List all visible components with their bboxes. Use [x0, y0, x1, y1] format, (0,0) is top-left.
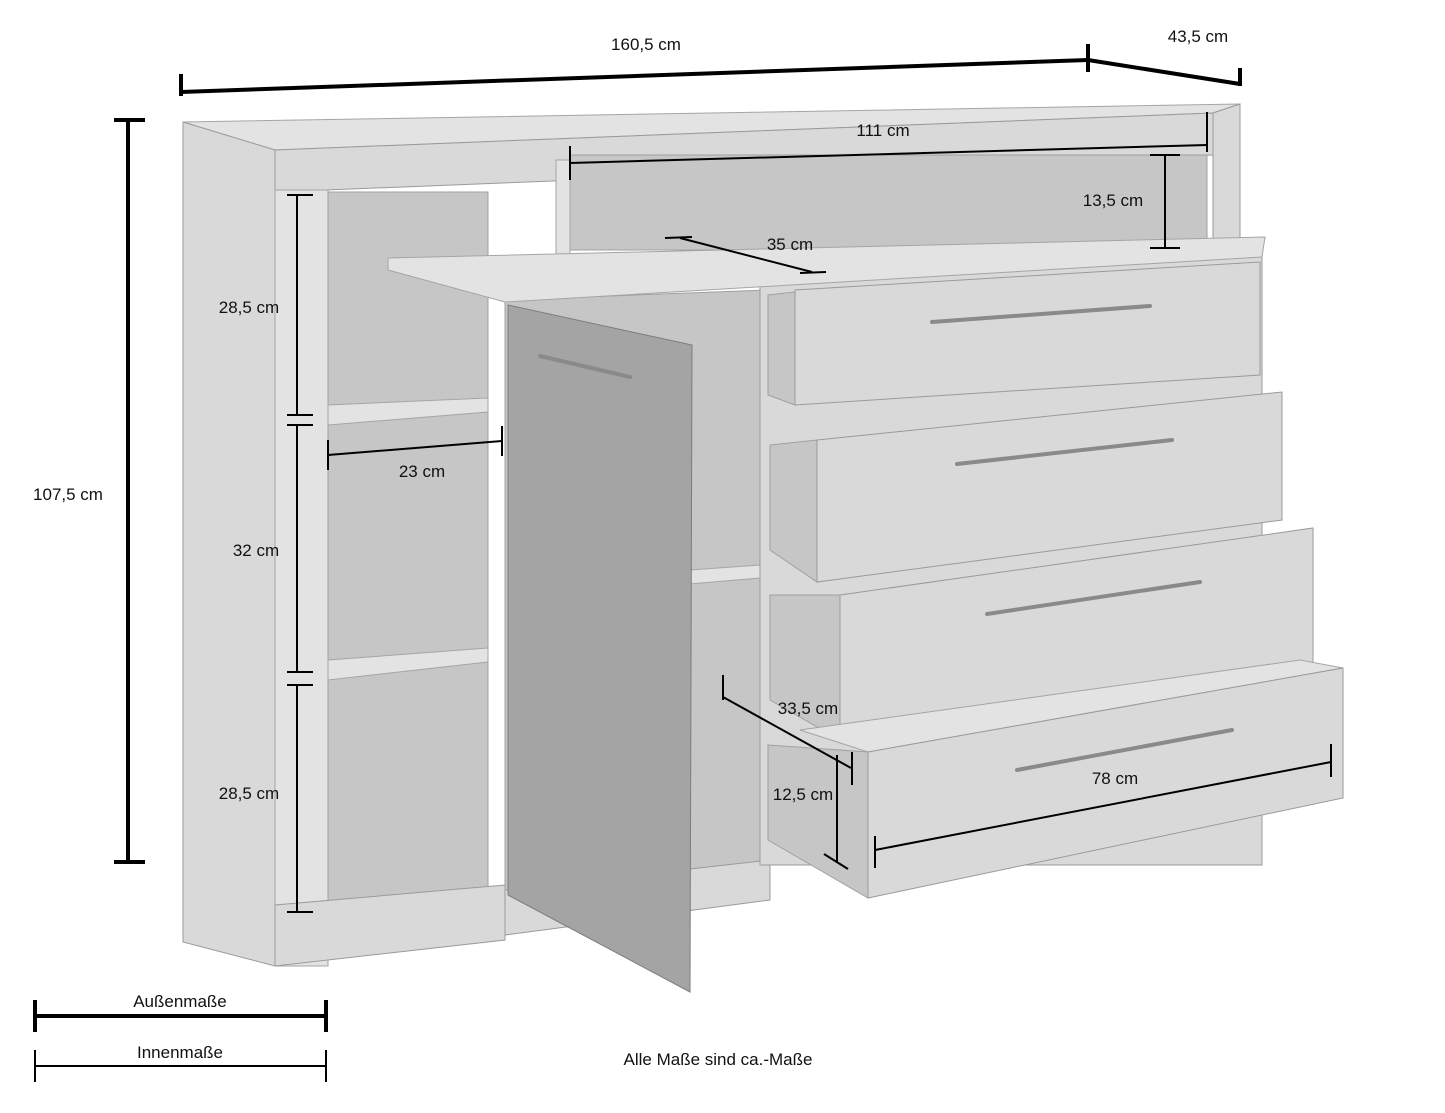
depth-dimension: 43,5 cm — [1087, 27, 1242, 86]
right-side-panel — [1212, 103, 1241, 249]
drawer-1-front[interactable] — [794, 261, 1261, 406]
niche-depth-label: 35 cm — [767, 235, 813, 254]
approximate-note: Alle Maße sind ca.-Maße — [624, 1050, 813, 1069]
shelf-top-height-label: 28,5 cm — [219, 298, 279, 317]
drawer-height-dimension: 12,5 cm — [773, 755, 849, 870]
drawer-depth-dimension: 33,5 cm — [722, 675, 853, 785]
drawer-1-side — [767, 291, 796, 406]
shelf-height-dimensions: 28,5 cm 32 cm 28,5 cm — [219, 194, 313, 913]
width-label: 160,5 cm — [611, 35, 681, 54]
niche-width-label: 111 cm — [856, 121, 909, 140]
drawer-width-label: 78 cm — [1092, 769, 1138, 788]
open-door — [507, 304, 693, 993]
legend-inner-label: Innenmaße — [137, 1043, 223, 1062]
legend: Außenmaße Innenmaße — [33, 992, 328, 1082]
plinth-left — [274, 884, 506, 967]
left-front-post — [274, 189, 329, 967]
depth-label: 43,5 cm — [1168, 27, 1228, 46]
shelf-bottom-height-label: 28,5 cm — [219, 784, 279, 803]
drawer-2-handle[interactable] — [955, 438, 1174, 466]
drawer-height-label: 12,5 cm — [773, 785, 833, 804]
shelf-middle-height-label: 32 cm — [233, 541, 279, 560]
door-handle — [538, 354, 632, 379]
counter-shelf-board — [387, 236, 1266, 303]
niche-divider — [555, 159, 571, 256]
drawer-1-handle[interactable] — [930, 304, 1152, 324]
sideboard-illustration — [182, 103, 1344, 993]
width-dimension: 160,5 cm — [179, 35, 1090, 96]
drawer-3-handle[interactable] — [985, 580, 1202, 616]
drawer-depth-label: 33,5 cm — [778, 699, 838, 718]
niche-height-label: 13,5 cm — [1083, 191, 1143, 210]
shelf-width-dimension: 23 cm — [327, 426, 503, 481]
dimension-lines: 160,5 cm 43,5 cm 107,5 cm 111 cm 13,5 cm — [33, 27, 1332, 913]
niche-height-dimension: 13,5 cm — [1083, 154, 1180, 249]
shelf-board-lower — [327, 647, 489, 681]
niche-width-dimension: 111 cm — [569, 112, 1208, 180]
shelf-board-upper — [327, 397, 489, 426]
shelf-width-label: 23 cm — [399, 462, 445, 481]
height-label: 107,5 cm — [33, 485, 103, 504]
legend-outer-label: Außenmaße — [133, 992, 227, 1011]
drawer-4-front[interactable] — [867, 667, 1344, 899]
drawer-4-handle[interactable] — [1015, 728, 1234, 772]
niche-depth-dimension: 35 cm — [664, 235, 827, 274]
drawer-width-dimension: 78 cm — [874, 744, 1332, 868]
height-dimension: 107,5 cm — [33, 118, 145, 864]
open-shelf-compartment — [327, 191, 489, 905]
